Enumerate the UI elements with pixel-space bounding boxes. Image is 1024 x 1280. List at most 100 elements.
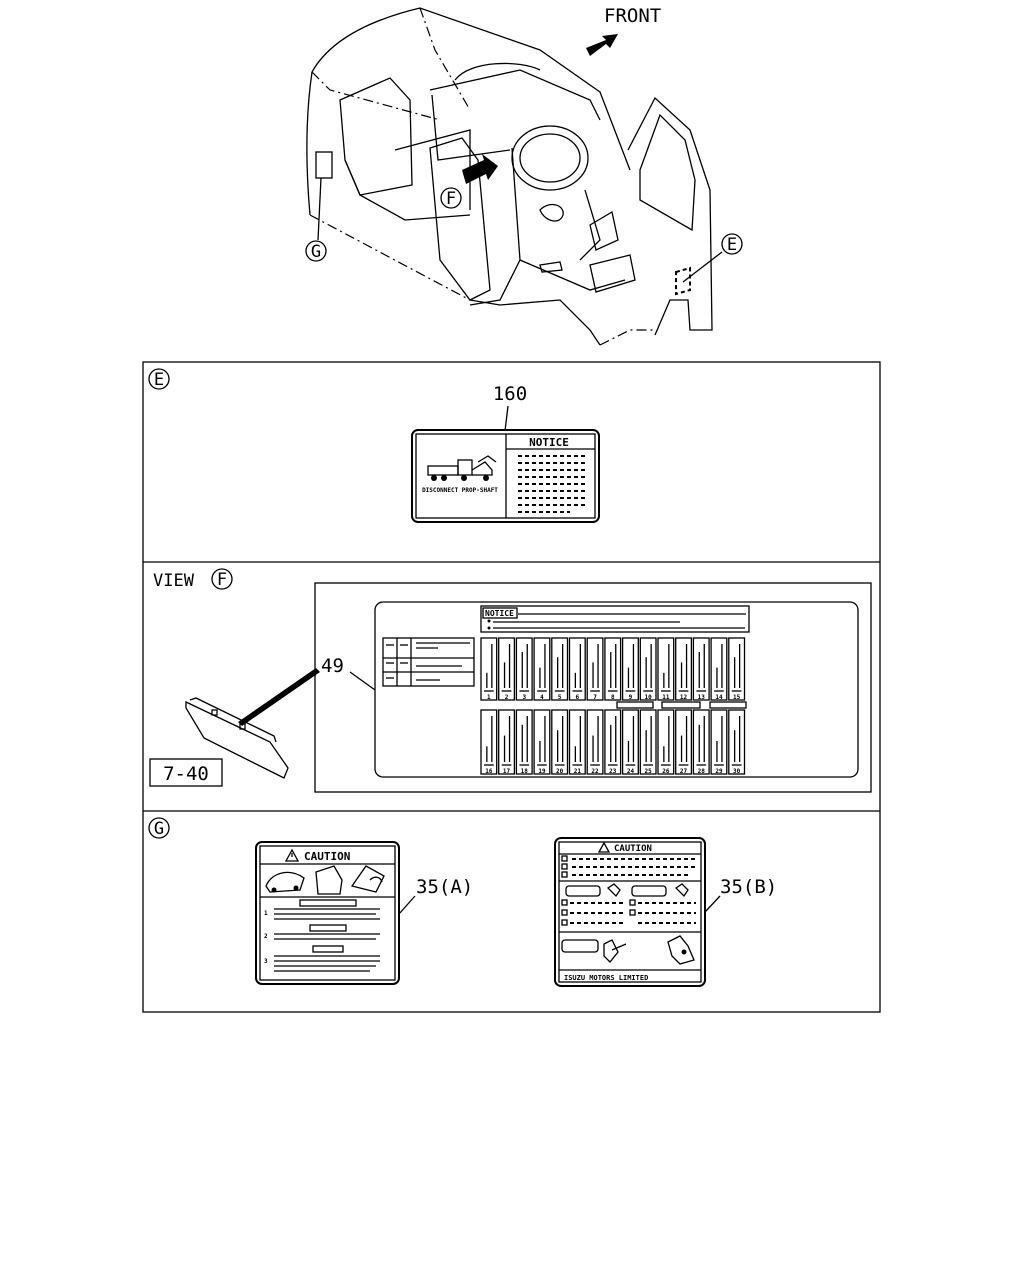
fuse-number: 22 bbox=[591, 768, 599, 775]
fuse-number: 10 bbox=[645, 694, 653, 701]
part-number-35b: 35(B) bbox=[720, 876, 777, 898]
fuse-number: 5 bbox=[558, 694, 562, 701]
fuse-number: 4 bbox=[540, 694, 544, 701]
fuse-slot: 2 bbox=[498, 637, 516, 701]
fuse-number: 3 bbox=[522, 694, 526, 701]
fuse-slot: 16 bbox=[480, 709, 498, 775]
fuse-number: 28 bbox=[698, 768, 706, 775]
step-number-2: 2 bbox=[264, 933, 268, 940]
fuse-box-cover bbox=[185, 697, 289, 779]
caution-label-35a: CAUTION bbox=[255, 841, 400, 985]
warning-triangle-icon bbox=[284, 848, 300, 862]
reference-7-40-box bbox=[149, 758, 223, 787]
fuse-slot: 25 bbox=[639, 709, 657, 775]
fuse-slot: 11 bbox=[657, 637, 675, 701]
caution-text-35b-top bbox=[561, 855, 696, 878]
lever-pictogram bbox=[561, 935, 695, 965]
fuse-number: 8 bbox=[611, 694, 615, 701]
fuse-number: 18 bbox=[521, 768, 529, 775]
front-label: FRONT bbox=[604, 5, 661, 27]
fuse-slot: 10 bbox=[639, 637, 657, 701]
fuse-slot: 23 bbox=[604, 709, 622, 775]
section-f-marker: F bbox=[217, 570, 227, 590]
fuse-number: 14 bbox=[715, 694, 723, 701]
label-patch-g bbox=[315, 151, 333, 179]
fuse-slot: 18 bbox=[515, 709, 533, 775]
fuse-slot: 14 bbox=[710, 637, 728, 701]
fuse-number: 20 bbox=[556, 768, 564, 775]
fuse-slot: 29 bbox=[710, 709, 728, 775]
svg-text:F: F bbox=[446, 189, 456, 209]
caution-text-35a bbox=[274, 899, 380, 972]
fuse-number: 26 bbox=[662, 768, 670, 775]
fuse-legend-table bbox=[382, 637, 475, 687]
fuse-number: 29 bbox=[715, 768, 723, 775]
isuzu-maker-text: ISUZU MOTORS LIMITED bbox=[564, 974, 648, 982]
fuse-slot: 9 bbox=[621, 637, 639, 701]
fuse-slot: 3 bbox=[515, 637, 533, 701]
fuse-notice-header: NOTICE bbox=[485, 609, 514, 618]
fuse-slot: 6 bbox=[568, 637, 586, 701]
fuse-number: 15 bbox=[733, 694, 741, 701]
part-number-160: 160 bbox=[493, 383, 527, 405]
front-arrow bbox=[586, 34, 618, 56]
fuse-slot: 22 bbox=[586, 709, 604, 775]
fuse-slot: 7 bbox=[586, 637, 604, 701]
fuse-slot: 27 bbox=[675, 709, 693, 775]
fuse-number: 17 bbox=[503, 768, 511, 775]
cab-overview: FRONT bbox=[306, 5, 713, 346]
notice-header-160: NOTICE bbox=[529, 436, 569, 449]
fuse-slot: 15 bbox=[728, 637, 746, 701]
fuse-number: 24 bbox=[627, 768, 635, 775]
fuse-slot: 26 bbox=[657, 709, 675, 775]
section-f: VIEW F 7-40 49 NOTICE bbox=[149, 568, 872, 793]
fuse-slot: 12 bbox=[675, 637, 693, 701]
fuse-number: 23 bbox=[609, 768, 617, 775]
fuse-number: 9 bbox=[629, 694, 633, 701]
tow-truck-icon bbox=[427, 455, 497, 481]
callout-g: G bbox=[305, 177, 327, 262]
notice-label-160: NOTICE bbox=[411, 429, 600, 523]
leader-wedge bbox=[238, 668, 320, 726]
fuse-row-bottom: 16 17 18 19 20 21 22 23 24 25 26 27 28 29 30 bbox=[480, 709, 746, 775]
fuse-number: 1 bbox=[487, 694, 491, 701]
fuse-label-49 bbox=[374, 601, 859, 778]
fuse-number: 7 bbox=[593, 694, 597, 701]
callout-e: E bbox=[682, 233, 743, 283]
tilt-cab-icon bbox=[265, 865, 385, 895]
detail-frame bbox=[142, 361, 881, 1013]
caution-header-35a: CAUTION bbox=[304, 850, 350, 863]
notice-text-lines-160 bbox=[518, 455, 586, 513]
fuse-number: 25 bbox=[645, 768, 653, 775]
section-e-marker: E bbox=[154, 370, 164, 390]
fuse-number: 12 bbox=[680, 694, 688, 701]
part-number-49: 49 bbox=[321, 655, 344, 677]
step-number-3: 3 bbox=[264, 958, 268, 965]
view-f-arrow bbox=[462, 154, 498, 184]
fuse-number: 2 bbox=[505, 694, 509, 701]
fuse-number: 19 bbox=[538, 768, 546, 775]
fuse-slot: 21 bbox=[568, 709, 586, 775]
caution-header-35b: CAUTION bbox=[614, 844, 652, 854]
fuse-number: 21 bbox=[574, 768, 582, 775]
svg-text:E: E bbox=[727, 235, 737, 255]
fuse-slot: 17 bbox=[498, 709, 516, 775]
fuse-number: 6 bbox=[576, 694, 580, 701]
disconnect-caption: DISCONNECT PROP-SHAFT bbox=[422, 487, 498, 494]
fuse-number: 30 bbox=[733, 768, 741, 775]
fuse-slot: 30 bbox=[728, 709, 746, 775]
caution-text-35b-mid bbox=[561, 883, 696, 926]
fuse-slot: 20 bbox=[551, 709, 569, 775]
fuse-slot: 24 bbox=[621, 709, 639, 775]
svg-text:G: G bbox=[311, 242, 321, 262]
caution-label-35b: CAUTION bbox=[554, 837, 706, 987]
section-e: E 160 NOTICE bbox=[148, 368, 600, 523]
reference-7-40: 7-40 bbox=[163, 763, 209, 785]
section-g-marker: G bbox=[154, 819, 164, 839]
fuse-number: 16 bbox=[485, 768, 493, 775]
fuse-number: 13 bbox=[698, 694, 706, 701]
warning-triangle-icon-b bbox=[597, 841, 611, 853]
fuse-slot: 13 bbox=[692, 637, 710, 701]
callout-f: F bbox=[440, 187, 462, 209]
fuse-slot: 19 bbox=[533, 709, 551, 775]
